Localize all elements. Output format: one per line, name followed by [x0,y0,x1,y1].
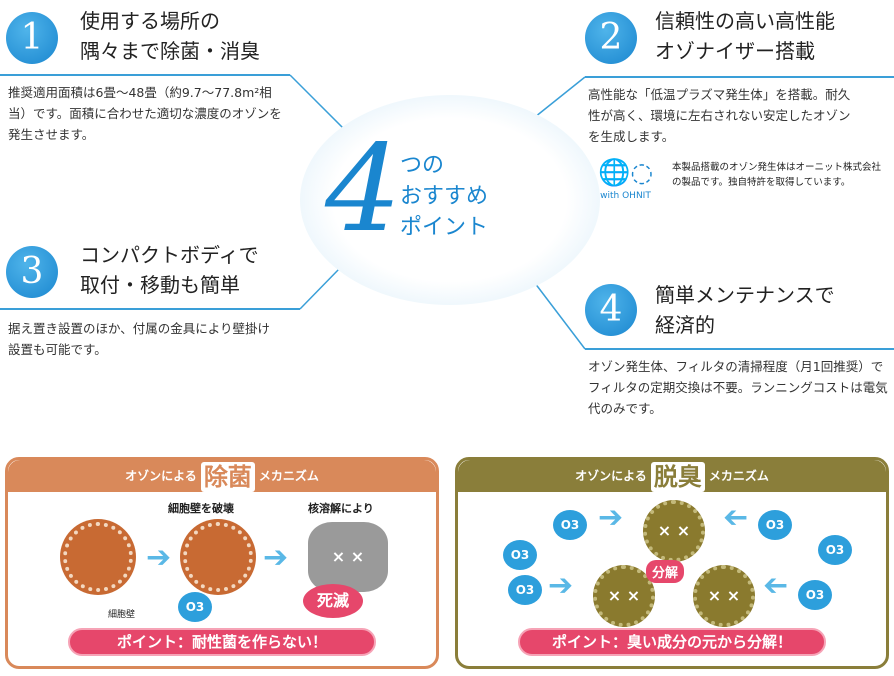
header-prefix: オゾンによる [575,469,647,483]
number-badge-3: 3 [6,246,58,298]
arrow-left-icon: ➔ [723,500,749,535]
title-line: オゾナイザー搭載 [655,39,815,63]
death-burst: 死滅 [303,584,363,618]
deodorize-header: オゾンによる脱臭メカニズム [458,460,886,492]
center-text: つの おすすめ ポイント [400,150,488,243]
step-label: 核溶解により [308,502,374,515]
sterilize-header: オゾンによる除菌メカニズム [8,460,436,492]
point-3-title: コンパクトボディで取付・移動も簡単 [80,240,259,300]
divider [585,348,894,350]
deodorize-point: ポイント：臭い成分の元から分解！ [518,628,826,656]
title-line: 信頼性の高い高性能 [655,9,835,33]
ozone-icon: O3 [508,575,542,605]
step-label: 細胞壁を破壊 [168,502,234,515]
odor-particle-icon: × × [643,500,705,562]
ozone-icon: O3 [798,580,832,610]
number-badge-1: 1 [6,12,58,64]
arrow-right-icon: ➔ [548,568,574,603]
center-line: ポイント [400,215,489,240]
sterilize-point: ポイント：耐性菌を作らない！ [68,628,376,656]
ozone-icon: O3 [178,592,212,622]
point-4-title: 簡単メンテナンスで経済的 [655,280,835,340]
cell-wall-label: 細胞壁 [108,610,136,621]
logo-text: with OHNIT [600,191,651,201]
number-badge-2: 2 [585,12,637,64]
arrow-right-icon: ➔ [598,500,624,535]
divider [0,74,290,76]
odor-particle-icon: × × [593,565,655,627]
odor-particle-icon: × × [693,565,755,627]
point-3-body: 据え置き設置のほか、付属の金具により壁掛け設置も可能です。 [8,321,271,357]
germ-icon [183,522,253,592]
title-line: 経済的 [655,313,715,337]
divider [585,76,894,78]
sterilize-panel: オゾンによる除菌メカニズム 細胞壁を破壊 核溶解により 細胞壁 ➔ O3 ➔ ×… [5,457,439,669]
header-suffix: メカニズム [708,469,769,483]
number-badge-4: 4 [585,284,637,336]
point-1-title: 使用する場所の隅々まで除菌・消臭 [80,6,260,66]
title-line: 使用する場所の [80,9,220,33]
center-circle: 4 つの おすすめ ポイント [300,95,600,305]
ozone-icon: O3 [758,510,792,540]
center-line: つの [400,153,445,178]
ozone-icon: O3 [503,540,537,570]
ozone-icon: O3 [553,510,587,540]
globe-o3-icon: 🌐◌ [597,158,654,188]
divider [0,308,300,310]
point-2-body: 高性能な「低温プラズマ発生体」を搭載。耐久性が高く、環境に左右されない安定したオ… [588,87,851,144]
arrow-right-icon: ➔ [146,540,172,575]
arrow-right-icon: ➔ [263,540,289,575]
header-prefix: オゾンによる [125,469,197,483]
ozone-icon: O3 [818,535,852,565]
germ-icon [63,522,133,592]
header-keyword: 除菌 [200,461,255,492]
title-line: 取付・移動も簡単 [80,273,240,297]
decompose-label: 分解 [646,560,685,583]
header-keyword: 脱臭 [650,461,705,492]
ohnit-note: 本製品搭載のオゾン発生体はオーニット株式会社の製品です。独自特許を取得しています… [672,162,882,188]
dead-germ-icon: × × [308,522,388,592]
center-line: おすすめ [400,184,489,209]
point-2-title: 信頼性の高い高性能オゾナイザー搭載 [655,6,835,66]
title-line: コンパクトボディで [80,243,259,267]
arrow-left-icon: ➔ [763,568,789,603]
ohnit-logo: 🌐◌ with OHNIT [588,155,663,210]
point-1-body: 推奨適用面積は6畳～48畳（約9.7～77.8m²相当）です。面積に合わせた適切… [8,85,282,142]
title-line: 簡単メンテナンスで [655,283,835,307]
header-suffix: メカニズム [258,469,319,483]
deodorize-panel: オゾンによる脱臭メカニズム × × × × × × 分解 O3 O3 O3 O3… [455,457,889,669]
point-4-body: オゾン発生体、フィルタの清掃程度（月1回推奨）でフィルタの定期交換は不要。ランニ… [588,359,888,416]
center-number: 4 [325,120,402,259]
title-line: 隅々まで除菌・消臭 [80,39,260,63]
